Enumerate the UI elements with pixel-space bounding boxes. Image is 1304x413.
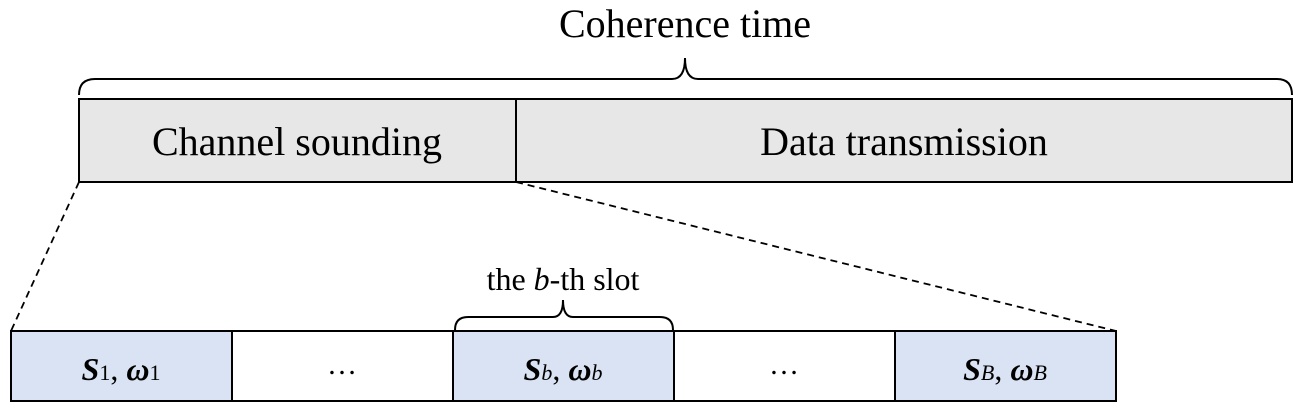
channel-sounding-label: Channel sounding (152, 119, 442, 164)
slot-1-w-sub: 1 (149, 360, 160, 385)
slot-B-box (894, 330, 1117, 402)
slot-b-s-sub: b (541, 360, 552, 385)
slot-b-box (452, 330, 675, 402)
slot-b-label: Sb, ωb (524, 351, 603, 387)
slot-B-comma: , (994, 351, 1010, 387)
zoom-line-right (515, 181, 1117, 332)
slot-1-s-sub: 1 (99, 360, 110, 385)
coherence-time-label: Coherence time (559, 1, 811, 46)
slot-B-s: S (963, 351, 981, 387)
slot-1-s: S (82, 351, 100, 387)
slot-label: the b-th slot (487, 261, 640, 297)
channel-sounding-block (78, 98, 517, 183)
slot-label-var: b (534, 261, 550, 297)
coherence-time-brace (78, 57, 1293, 96)
slot-B-s-sub: B (981, 360, 994, 385)
slot-b-comma: , (552, 351, 568, 387)
slot-ellipsis-2: … (769, 348, 799, 381)
slot-1-box (10, 330, 233, 402)
zoom-line-left (10, 181, 80, 332)
slot-b-w: ω (568, 351, 591, 387)
slot-b-w-sub: b (591, 360, 602, 385)
slot-B-label: SB, ωB (963, 351, 1047, 387)
slot-brace (454, 299, 674, 331)
data-transmission-block (515, 98, 1293, 183)
slot-1-comma: , (110, 351, 126, 387)
slot-B-w: ω (1010, 351, 1033, 387)
slot-ellipsis-1: … (327, 348, 357, 381)
slot-ellipsis-box-2 (673, 330, 896, 402)
slot-label-prefix: the (487, 261, 534, 297)
slot-1-label: S1, ω1 (82, 351, 161, 387)
data-transmission-label: Data transmission (760, 119, 1048, 164)
slot-1-w: ω (126, 351, 149, 387)
slot-label-suffix: -th slot (550, 261, 640, 297)
slot-b-s: S (524, 351, 542, 387)
slot-B-w-sub: B (1033, 360, 1046, 385)
